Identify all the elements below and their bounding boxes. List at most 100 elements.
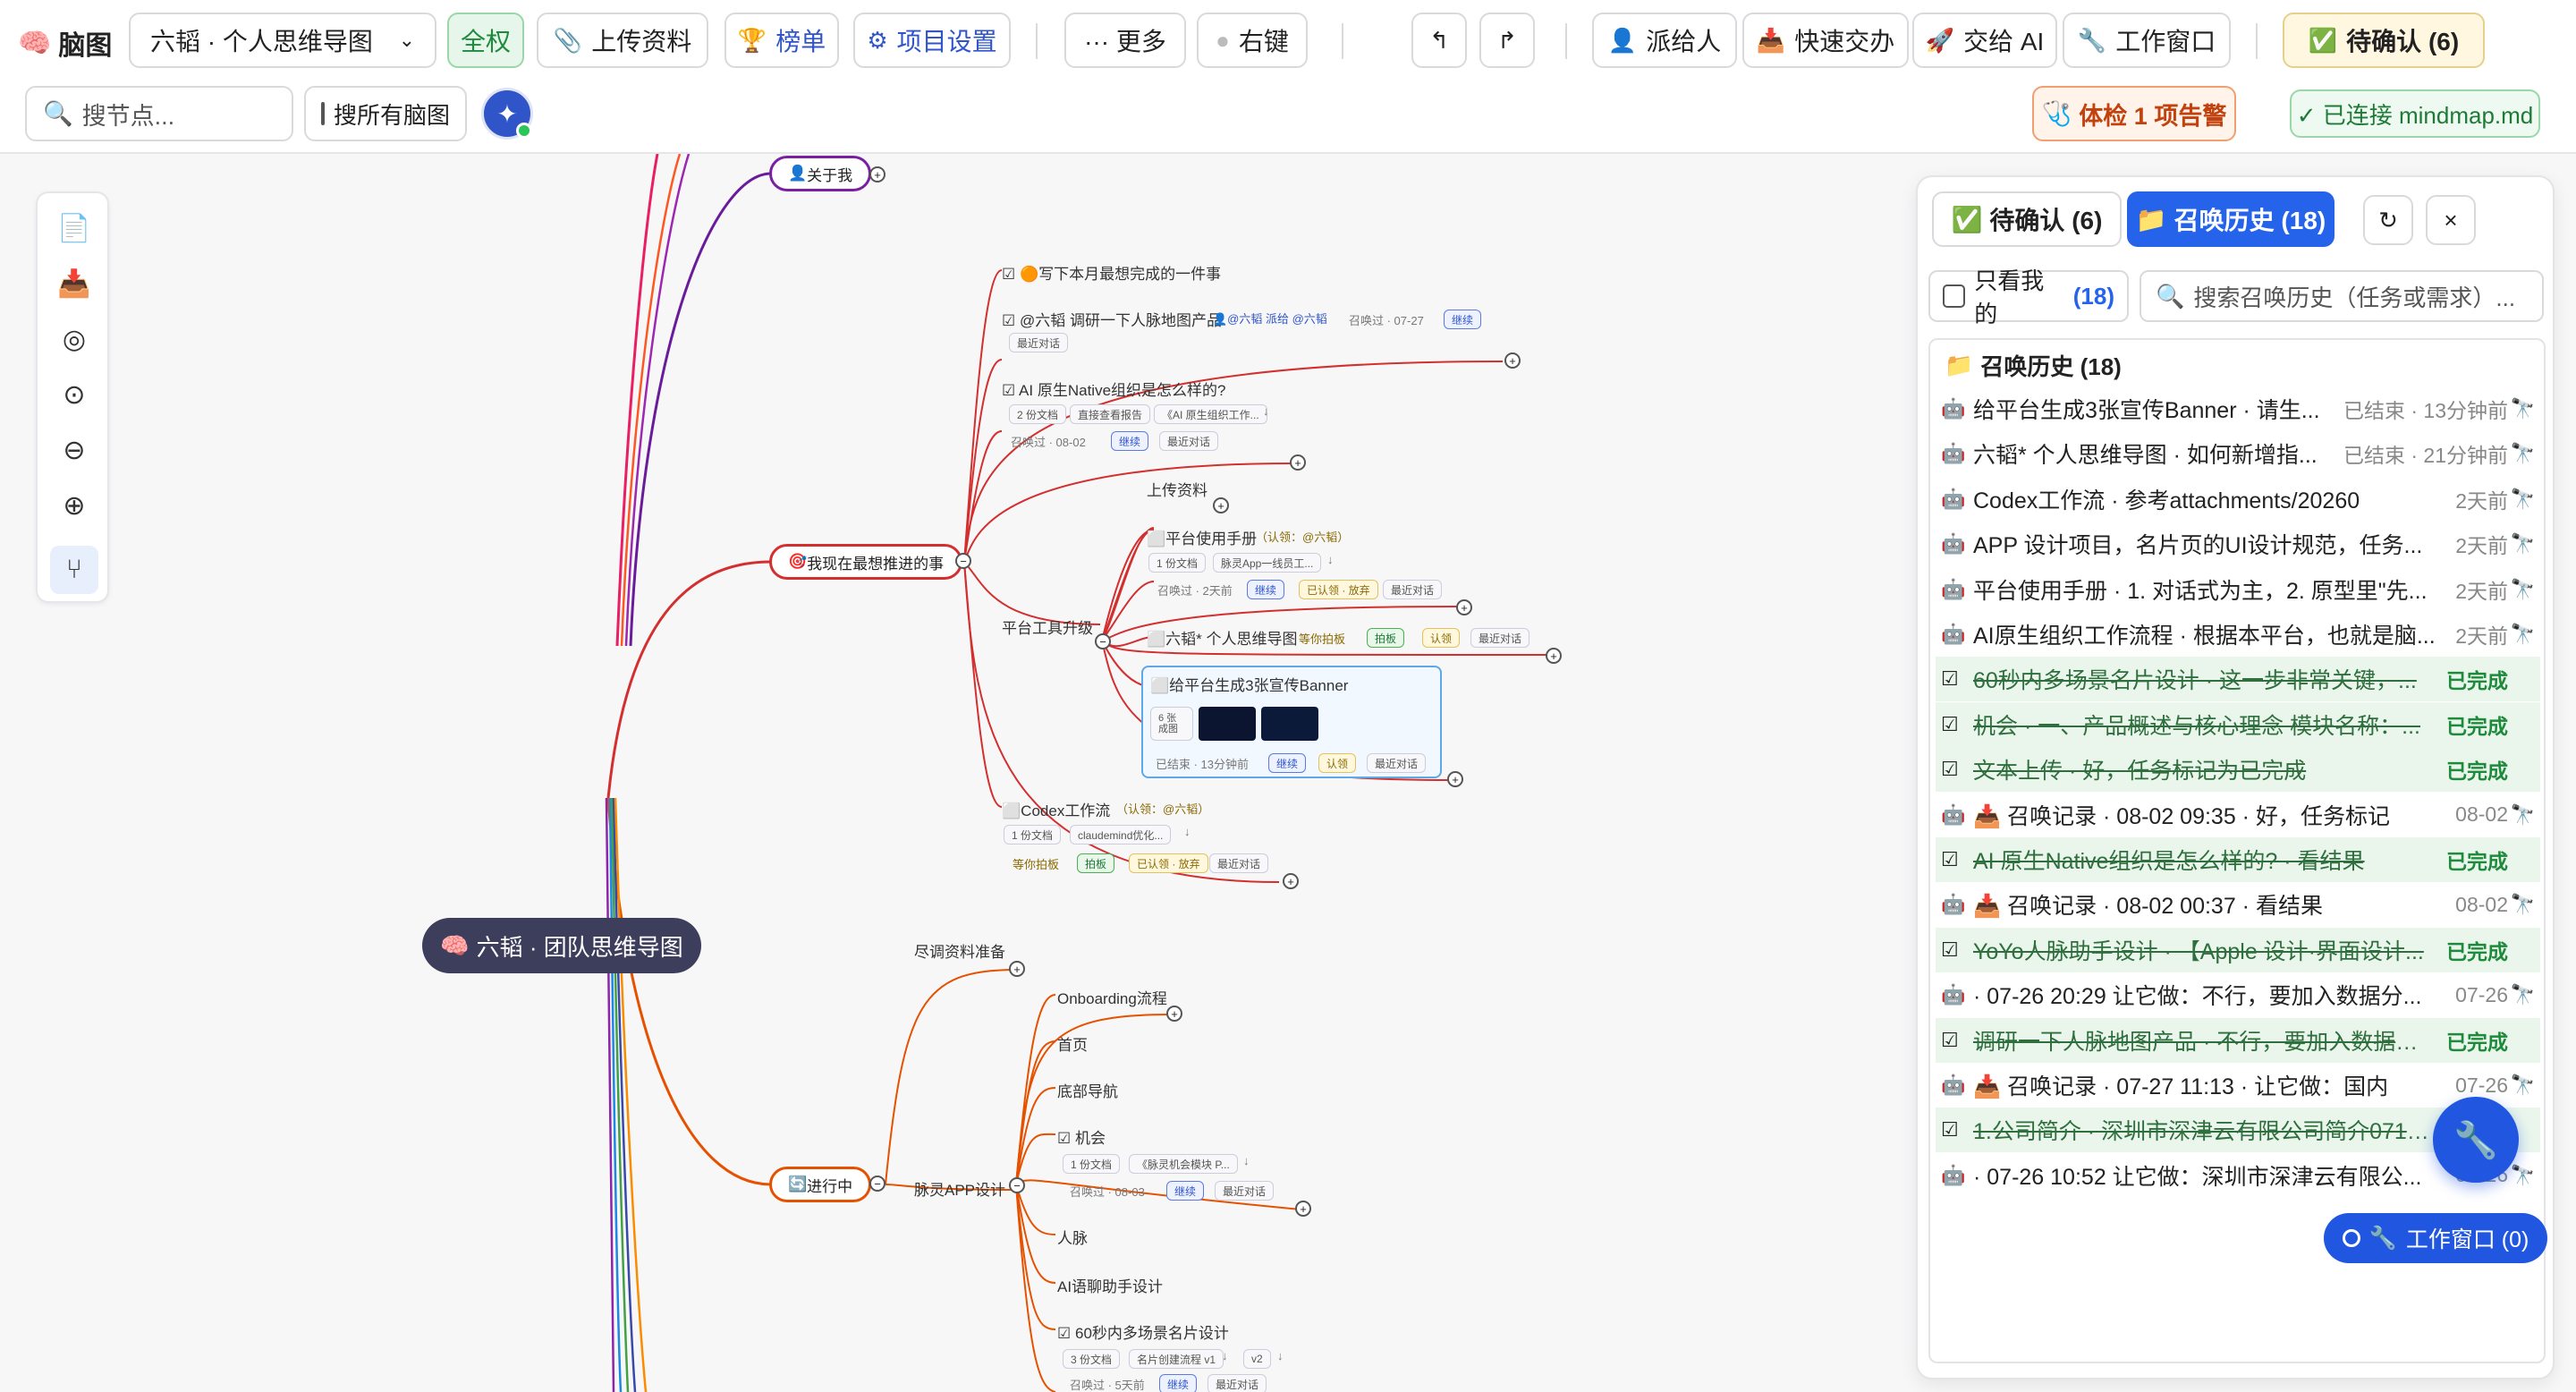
recent-chat-tag[interactable]: 最近对话	[1470, 628, 1530, 648]
node-platform-manual[interactable]: ⬜平台使用手册	[1147, 526, 1257, 548]
node-platform-upgrade[interactable]: 平台工具升级	[1002, 620, 1093, 637]
telescope-icon[interactable]: 🔭	[2510, 442, 2535, 465]
recent-chat-tag[interactable]: 最近对话	[1159, 431, 1219, 451]
recent-chat-tag[interactable]: 最近对话	[1209, 853, 1269, 873]
approve-tag[interactable]: 拍板	[1077, 853, 1115, 873]
node-card-design[interactable]: ☑ 60秒内多场景名片设计	[1057, 1320, 1229, 1343]
telescope-icon[interactable]: 🔭	[2510, 397, 2535, 420]
banner-task-card[interactable]: ⬜给平台生成3张宣传Banner 6 张 成图 已结束 · 13分钟前 继续 认…	[1141, 666, 1442, 778]
work-window-pill[interactable]: 🔧 工作窗口 (0)	[2324, 1213, 2547, 1263]
history-search-input[interactable]: 🔍 搜索召唤历史（任务或需求）...	[2140, 270, 2544, 322]
center-icon[interactable]: ⊙	[63, 379, 86, 410]
document-icon[interactable]: 📄	[57, 213, 91, 243]
expand-icon[interactable]: +	[1295, 1201, 1311, 1217]
leaderboard-button[interactable]: 🏆 榜单	[724, 13, 839, 68]
node-network[interactable]: 人脉	[1057, 1230, 1088, 1247]
node-research-network[interactable]: ☑ @六韬 调研一下人脉地图产品	[1002, 308, 1222, 330]
search-all-maps-checkbox[interactable]: 搜所有脑图	[304, 86, 467, 141]
project-settings-button[interactable]: ⚙ 项目设置	[853, 13, 1011, 68]
node-in-progress[interactable]: 🔄 进行中	[769, 1167, 872, 1202]
claim-tag[interactable]: 认领	[1318, 753, 1357, 773]
recent-chat-tag[interactable]: 最近对话	[1215, 1181, 1275, 1201]
collapse-icon[interactable]: −	[869, 1176, 886, 1192]
history-row[interactable]: ☑AI 原生Native组织是怎么样的? · 看结果已完成	[1936, 837, 2540, 882]
node-bottom-nav[interactable]: 底部导航	[1057, 1083, 1118, 1100]
continue-tag[interactable]: 继续	[1159, 1374, 1198, 1392]
expand-icon[interactable]: +	[1283, 873, 1299, 889]
doc-tag[interactable]: v2	[1243, 1349, 1271, 1369]
history-row[interactable]: ☑60秒内多场景名片设计 · 这一步非常关键，...已完成	[1936, 657, 2540, 702]
report-tag[interactable]: 直接查看报告	[1070, 404, 1151, 424]
claim-abandon-tag[interactable]: 已认领 · 放弃	[1299, 580, 1378, 599]
node-pulse-app-design[interactable]: 脉灵APP设计	[914, 1182, 1006, 1199]
telescope-icon[interactable]: 🔭	[2510, 802, 2535, 826]
approve-tag[interactable]: 拍板	[1367, 628, 1405, 648]
work-window-button[interactable]: 🔧 工作窗口	[2063, 13, 2231, 68]
expand-icon[interactable]: +	[1546, 648, 1562, 664]
history-row[interactable]: ☑文本上传 · 好，任务标记为已完成已完成	[1936, 747, 2540, 793]
node-due-diligence[interactable]: 尽调资料准备	[914, 944, 1005, 961]
doc-tag[interactable]: 《脉灵机会模块 P...	[1129, 1154, 1238, 1174]
download-icon[interactable]: ↓	[1277, 1349, 1284, 1362]
wrench-fab-button[interactable]: 🔧	[2433, 1097, 2519, 1183]
collapse-icon[interactable]: −	[1009, 1177, 1025, 1193]
continue-tag[interactable]: 继续	[1444, 310, 1482, 329]
download-icon[interactable]: ↓	[1243, 1154, 1250, 1167]
continue-tag[interactable]: 继续	[1268, 753, 1307, 773]
node-ai-chat-assistant[interactable]: AI语聊助手设计	[1057, 1278, 1164, 1295]
node-onboarding[interactable]: Onboarding流程	[1057, 990, 1167, 1007]
quick-handoff-button[interactable]: 📥 快速交办	[1742, 13, 1909, 68]
more-button[interactable]: ··· 更多	[1064, 13, 1186, 68]
docs-tag[interactable]: 3 份文档	[1063, 1349, 1121, 1369]
docs-tag[interactable]: 1 份文档	[1063, 1154, 1121, 1174]
zoom-in-icon[interactable]: ⊕	[63, 490, 86, 521]
redo-button[interactable]: ↱	[1479, 13, 1535, 68]
doc-tag[interactable]: claudemind优化...	[1070, 825, 1172, 845]
undo-button[interactable]: ↰	[1411, 13, 1467, 68]
assign-button[interactable]: 👤 派给人	[1592, 13, 1737, 68]
close-button[interactable]: ×	[2426, 195, 2476, 245]
history-row[interactable]: 🤖APP 设计项目，名片页的UI设计规范，任务...2天前🔭	[1936, 522, 2540, 566]
recent-chat-tag[interactable]: 最近对话	[1383, 580, 1443, 599]
telescope-icon[interactable]: 🔭	[2510, 577, 2535, 600]
history-row[interactable]: ☑机会 · 一、产品概述与核心理念 模块名称：...已完成	[1936, 701, 2540, 747]
node-monthly-goal[interactable]: ☑ 🟠写下本月最想完成的一件事	[1002, 261, 1221, 284]
history-row[interactable]: 🤖平台使用手册 · 1. 对话式为主，2. 原型里"先...2天前🔭	[1936, 567, 2540, 612]
node-home[interactable]: 首页	[1057, 1037, 1088, 1054]
full-permission-badge[interactable]: 全权	[447, 13, 524, 68]
upload-button[interactable]: 📎 上传资料	[537, 13, 708, 68]
expand-icon[interactable]: +	[1504, 352, 1521, 369]
expand-icon[interactable]: +	[1290, 454, 1306, 471]
tree-layout-icon[interactable]: ⑂	[50, 546, 98, 594]
download-icon[interactable]: ↓	[1263, 404, 1269, 418]
telescope-icon[interactable]: 🔭	[2510, 487, 2535, 510]
banner-thumbnail[interactable]	[1261, 707, 1318, 741]
history-row[interactable]: 🤖六韬* 个人思维导图 · 如何新增指...已结束 · 21分钟前🔭	[1936, 431, 2540, 476]
expand-icon[interactable]: +	[869, 166, 886, 182]
download-icon[interactable]: ↓	[1222, 1349, 1228, 1362]
refresh-button[interactable]: ↻	[2363, 195, 2413, 245]
node-opportunity[interactable]: ☑ 机会	[1057, 1125, 1106, 1148]
node-codex-workflow[interactable]: ⬜Codex工作流	[1002, 798, 1110, 820]
only-mine-checkbox[interactable]: 只看我的 (18)	[1928, 267, 2129, 327]
pending-confirm-button[interactable]: ✅ 待确认 (6)	[2283, 13, 2485, 68]
continue-tag[interactable]: 继续	[1166, 1181, 1205, 1201]
download-icon[interactable]: ↓	[1184, 825, 1191, 838]
doc-tag[interactable]: 《AI 原生组织工作...	[1154, 404, 1267, 424]
node-upload[interactable]: 上传资料	[1147, 482, 1208, 499]
recent-chat-tag[interactable]: 最近对话	[1208, 1374, 1267, 1392]
right-click-button[interactable]: ● 右键	[1197, 13, 1308, 68]
history-row[interactable]: 🤖给平台生成3张宣传Banner · 请生...已结束 · 13分钟前🔭	[1936, 386, 2540, 431]
node-pushing[interactable]: 🎯 我现在最想推进的事	[769, 544, 963, 580]
expand-icon[interactable]: +	[1447, 771, 1463, 787]
history-row[interactable]: 🤖· 07-26 20:29 让它做：不行，要加入数据分...07-26🔭	[1936, 972, 2540, 1017]
telescope-icon[interactable]: 🔭	[2510, 983, 2535, 1006]
zoom-out-icon[interactable]: ⊖	[63, 435, 86, 465]
doc-tag[interactable]: 脉灵App一线员工...	[1213, 553, 1322, 573]
telescope-icon[interactable]: 🔭	[2510, 893, 2535, 916]
telescope-icon[interactable]: 🔭	[2510, 1074, 2535, 1096]
